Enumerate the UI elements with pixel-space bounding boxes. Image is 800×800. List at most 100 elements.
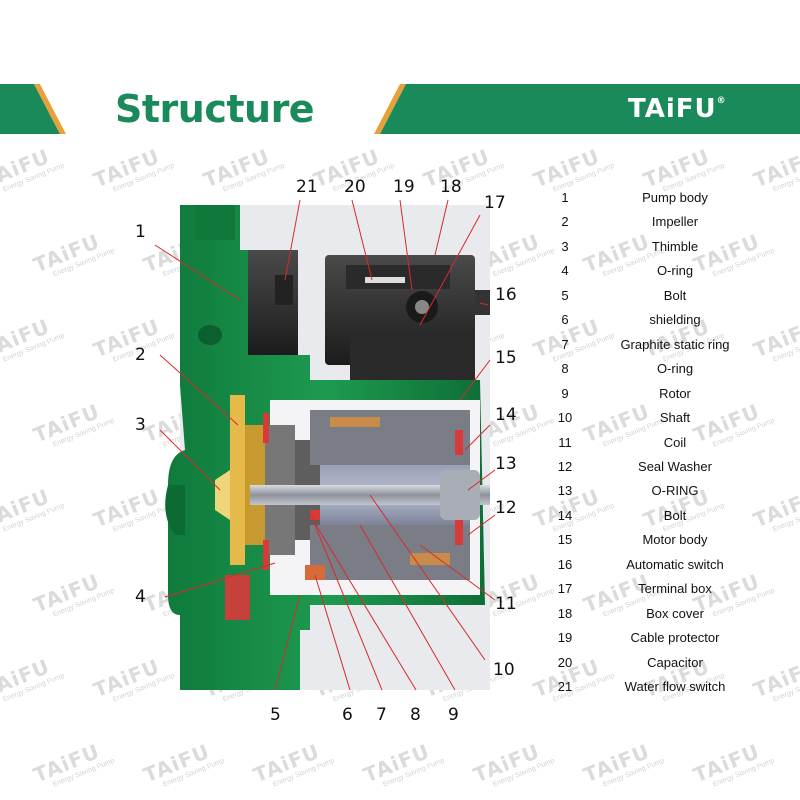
legend-number: 14 (557, 507, 573, 523)
callout-6: 6 (342, 705, 353, 725)
legend-number: 1 (561, 190, 569, 205)
watermark-brand: TAiFU (580, 739, 654, 788)
legend-number: 6 (561, 312, 569, 328)
legend-number: 20 (557, 654, 573, 670)
legend-part-name: Seal Washer (638, 458, 712, 474)
watermark-tagline: Energy Saving Pump (661, 162, 726, 194)
callout-9: 9 (448, 705, 459, 725)
legend-part-name: Water flow switch (624, 679, 726, 694)
legend-row: 4 O-ring (540, 263, 790, 287)
registered-mark: ® (716, 96, 727, 106)
legend-number: 18 (557, 605, 573, 621)
coil-bottom (310, 525, 470, 580)
watermark-tagline: Energy Saving Pump (1, 162, 66, 194)
watermark-brand: TAiFU (250, 739, 324, 788)
legend-part-name: Rotor (659, 385, 691, 401)
callout-1: 1 (135, 222, 146, 242)
watermark-tagline: Energy Saving Pump (601, 757, 666, 789)
legend-number: 9 (561, 385, 569, 401)
header-background (0, 84, 800, 134)
watermark-brand: TAiFU (0, 654, 54, 703)
legend-row: 14 Bolt (540, 508, 790, 532)
watermark-brand: TAiFU (470, 739, 544, 788)
legend-part-name: Cable protector (630, 630, 720, 646)
callout-2: 2 (135, 345, 146, 365)
legend-part-name: shielding (649, 312, 701, 328)
legend-row: 9 Rotor (540, 386, 790, 410)
legend-part-name: Box cover (646, 605, 704, 621)
legend-part-name: Coil (663, 434, 687, 450)
watermark-brand: TAiFU (0, 314, 54, 363)
watermark-brand: TAiFU (360, 739, 434, 788)
legend-part-name: Graphite static ring (620, 336, 730, 352)
legend-part-name: O-RING (651, 483, 699, 499)
watermark-tagline: Energy Saving Pump (1, 332, 66, 364)
watermark-tagline: Energy Saving Pump (161, 757, 226, 789)
page-title: Structure (115, 87, 315, 131)
watermark-tagline: Energy Saving Pump (1, 502, 66, 534)
callout-10: 10 (493, 660, 515, 680)
legend-row: 12 Seal Washer (540, 459, 790, 483)
watermark-brand: TAiFU (30, 399, 104, 448)
callout-21: 21 (296, 177, 318, 197)
watermark-brand: TAiFU (30, 569, 104, 618)
thimble (215, 470, 230, 520)
legend-number: 12 (557, 458, 573, 474)
watermark-brand: TAiFU (0, 484, 54, 533)
legend-row: 17 Terminal box (540, 581, 790, 605)
watermark-brand: TAiFU (530, 144, 604, 193)
callout-13: 13 (495, 454, 517, 474)
legend-part-name: Bolt (663, 507, 687, 523)
legend-row: 11 Coil (540, 435, 790, 459)
legend-row: 6 shielding (540, 312, 790, 336)
legend-number: 19 (557, 630, 573, 646)
legend-number: 11 (558, 434, 572, 450)
callout-11: 11 (495, 594, 517, 614)
callout-19: 19 (393, 177, 415, 197)
callout-12: 12 (495, 498, 517, 518)
legend-row: 18 Box cover (540, 606, 790, 630)
watermark-tagline: Energy Saving Pump (491, 757, 556, 789)
legend-number: 17 (557, 581, 573, 597)
legend-part-name: O-ring (656, 263, 694, 279)
callout-4: 4 (135, 587, 146, 607)
watermark-tagline: Energy Saving Pump (1, 672, 66, 704)
legend-number: 4 (561, 263, 569, 279)
watermark-tagline: Energy Saving Pump (51, 417, 116, 449)
callout-16: 16 (495, 285, 517, 305)
impeller (230, 395, 245, 565)
watermark-tagline: Energy Saving Pump (771, 162, 800, 194)
legend-part-name: Terminal box (638, 581, 712, 597)
callout-14: 14 (495, 405, 517, 425)
legend-number: 3 (561, 238, 569, 254)
callout-3: 3 (135, 415, 146, 435)
watermark-tagline: Energy Saving Pump (551, 162, 616, 194)
legend-part-name: Motor body (642, 532, 708, 548)
watermark-brand: TAiFU (30, 739, 104, 788)
legend-part-name: Bolt (663, 287, 687, 303)
watermark-brand: TAiFU (690, 739, 764, 788)
watermark-brand: TAiFU (640, 144, 714, 193)
watermark-brand: TAiFU (30, 229, 104, 278)
watermark-brand: TAiFU (0, 144, 54, 193)
